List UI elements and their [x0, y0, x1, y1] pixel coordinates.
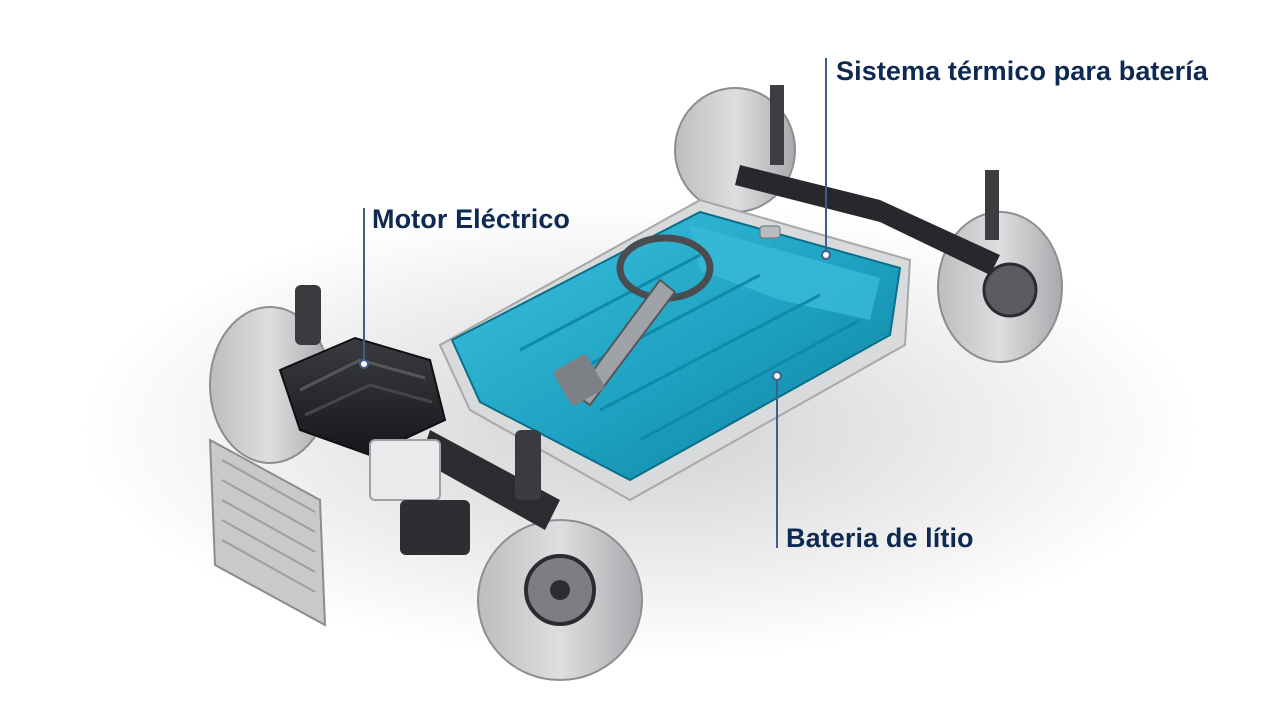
rear-brake-disc	[982, 262, 1038, 318]
electric-motor-label: Motor Eléctrico	[372, 204, 571, 234]
motor-anchor-dot	[359, 359, 369, 369]
battery-rib-4	[639, 318, 861, 442]
battery-anchor-dot	[772, 371, 782, 381]
motor-cover-ridge-2	[304, 383, 433, 417]
motor-cover-ridge	[299, 358, 426, 392]
battery-rib-1	[519, 253, 701, 352]
lithium-battery-label: Bateria de lítio	[786, 523, 974, 553]
radiator	[208, 438, 327, 627]
drive-unit	[400, 500, 470, 555]
front-hub	[550, 580, 570, 600]
radiator-fins	[221, 459, 316, 593]
steering-column	[573, 278, 677, 407]
battery-rib-3	[599, 293, 821, 412]
inverter-box	[369, 439, 441, 501]
rear-subframe	[735, 165, 1000, 275]
battery-raised-section	[690, 225, 880, 320]
front-shock-right	[515, 430, 541, 500]
thermal-anchor-dot	[821, 250, 831, 260]
battery-rib-2	[559, 273, 761, 382]
thermal-system-label: Sistema térmico para batería	[836, 56, 1208, 86]
rear-shock-right	[985, 170, 999, 240]
front-subframe	[420, 430, 560, 530]
steering-gear	[554, 354, 604, 406]
rear-shock-left	[770, 85, 784, 165]
front-shock-left	[295, 285, 321, 345]
battery-port	[759, 225, 781, 239]
electric-motor-cover	[278, 336, 447, 457]
